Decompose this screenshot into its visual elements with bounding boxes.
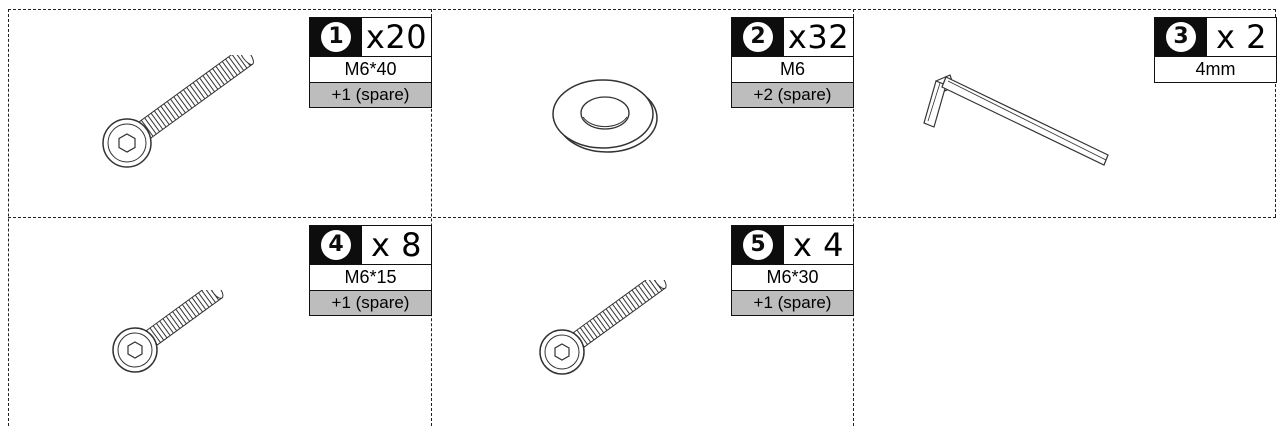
socket-cap-screw-long-icon: [102, 55, 254, 168]
hex-allen-key-icon: [923, 74, 1109, 166]
part-1-number-badge: 1: [310, 18, 362, 56]
part-4-spec: M6*15: [310, 265, 431, 291]
part-4-number-badge: 4: [310, 226, 362, 264]
part-5-quantity: x 4: [793, 226, 844, 264]
part-5-label: 5 x 4 M6*30 +1 (spare): [731, 225, 854, 316]
part-4-quantity: x 8: [371, 226, 422, 264]
part-1-spec: M6*40: [310, 57, 431, 83]
grid-middle-divider: [8, 217, 1276, 218]
part-4-label: 4 x 8 M6*15 +1 (spare): [309, 225, 432, 316]
grid-divider-col2: [853, 9, 854, 426]
part-3-quantity: x 2: [1216, 18, 1267, 56]
part-1-spare: +1 (spare): [310, 83, 431, 107]
part-5-spec: M6*30: [732, 265, 853, 291]
grid-right-border: [1275, 9, 1276, 217]
grid-left-border: [8, 9, 9, 426]
part-1-quantity: x20: [365, 18, 428, 56]
socket-cap-screw-medium-icon: [539, 280, 667, 375]
part-3-spec: 4mm: [1195, 59, 1236, 79]
part-2-spare: +2 (spare): [732, 83, 853, 107]
part-5-spare: +1 (spare): [732, 291, 853, 315]
part-2-spec: M6: [732, 57, 853, 83]
flat-washer-icon: [552, 79, 658, 153]
socket-cap-screw-short-icon: [112, 290, 224, 373]
part-2-quantity: x32: [787, 18, 850, 56]
part-4-spare: +1 (spare): [310, 291, 431, 315]
part-5-number-badge: 5: [732, 226, 784, 264]
part-3-label: 3 x 2 4mm: [1154, 17, 1277, 83]
grid-top-border: [8, 9, 1276, 10]
grid-divider-col1: [431, 9, 432, 426]
part-1-label: 1 x20 M6*40 +1 (spare): [309, 17, 432, 108]
part-2-label: 2 x32 M6 +2 (spare): [731, 17, 854, 108]
part-2-number-badge: 2: [732, 18, 784, 56]
part-3-number-badge: 3: [1155, 18, 1207, 56]
